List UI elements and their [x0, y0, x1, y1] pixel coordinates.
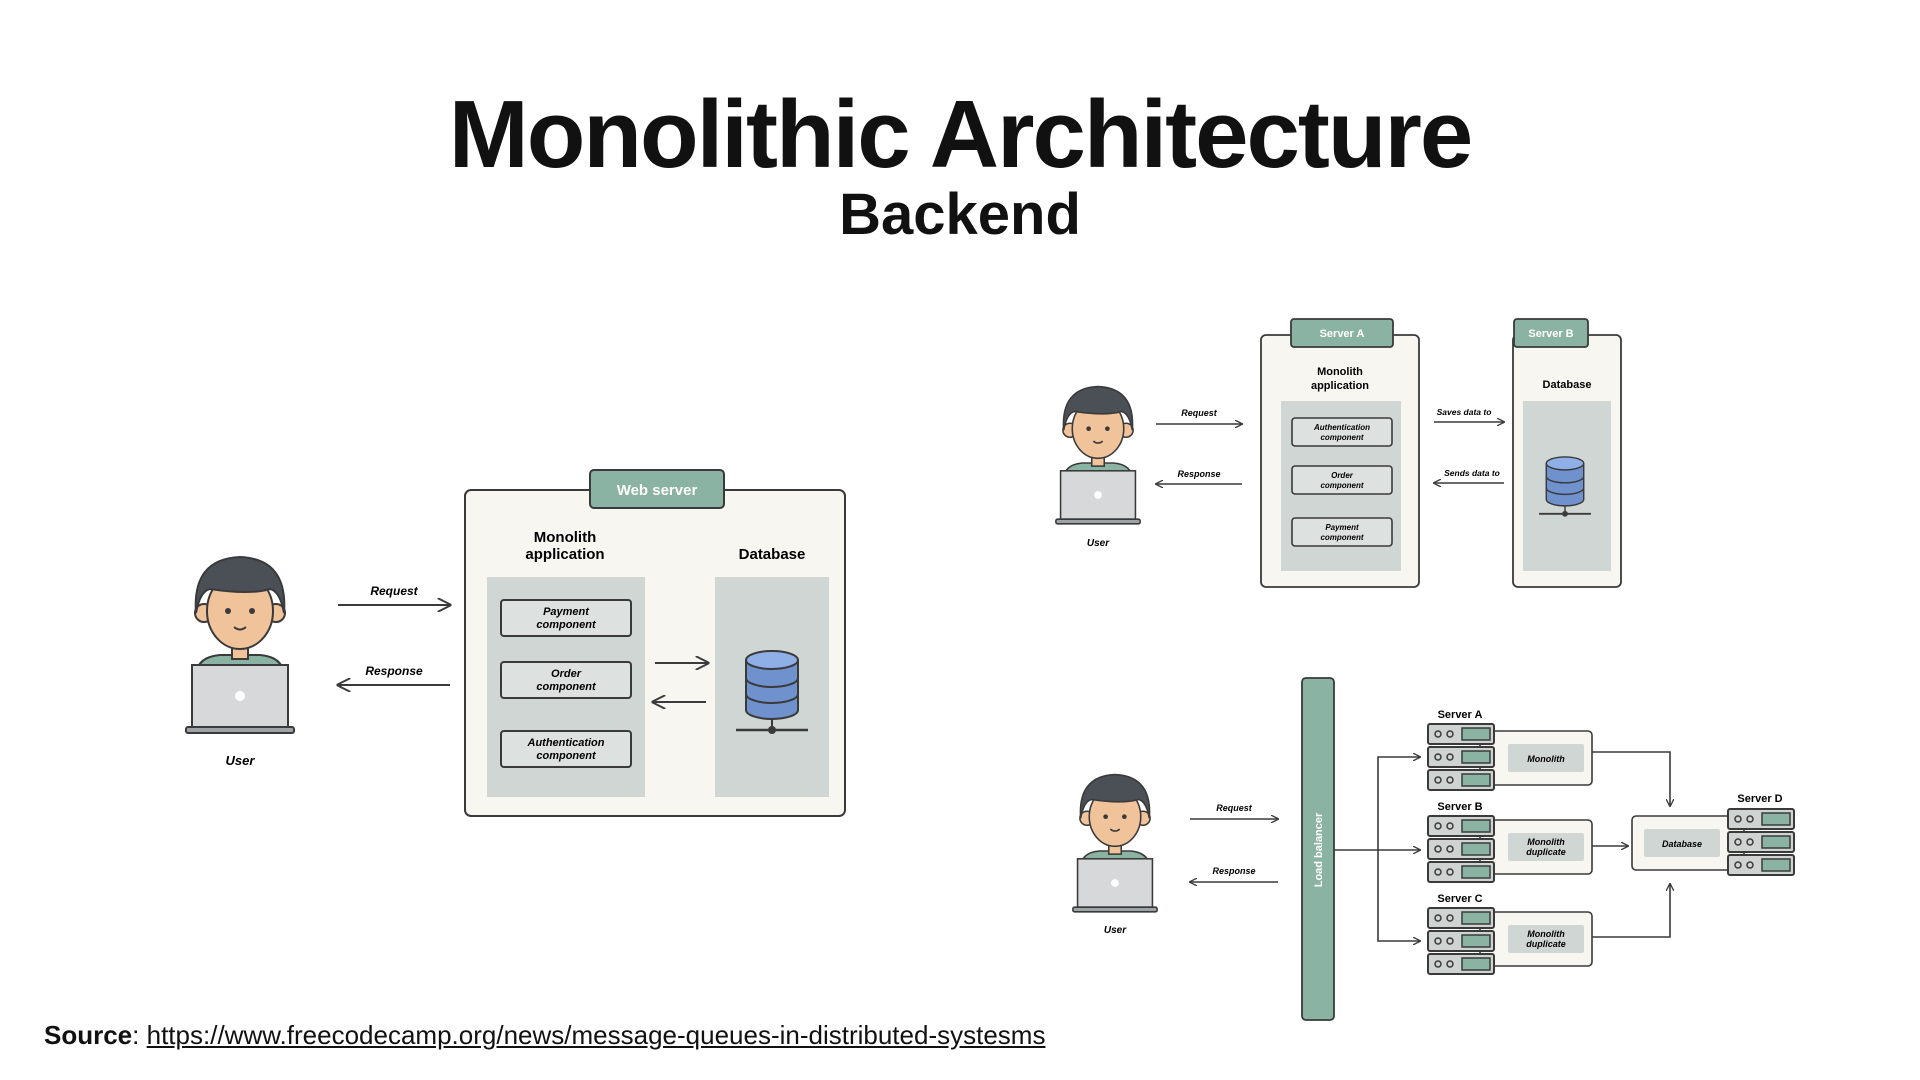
user-label: User [1104, 925, 1127, 936]
monolith-box [1508, 744, 1584, 772]
server-b-label: Server B [1437, 801, 1482, 813]
component-line2: component [1320, 533, 1363, 542]
server-rack-icon [1427, 723, 1495, 791]
component-line1: Payment [1325, 523, 1359, 532]
component-line2: component [1320, 433, 1363, 442]
component-line2: component [536, 750, 597, 762]
server-a-to-db-arrow [1592, 751, 1670, 806]
duplicate-line2: duplicate [1526, 847, 1566, 857]
response-label: Response [1212, 866, 1255, 876]
app-title-line2: application [525, 546, 604, 563]
source-link[interactable]: https://www.freecodecamp.org/news/messag… [146, 1020, 1046, 1050]
load-balancer-bar [1301, 677, 1335, 1021]
user-avatar [1072, 773, 1158, 913]
db-title: Database [739, 546, 806, 563]
server-a-tab [1290, 318, 1394, 348]
server-rack-icon [1427, 815, 1495, 883]
diagram-load-balanced: User Request Response Load balancer Serv… [1072, 677, 1795, 1021]
user-label: User [1087, 538, 1110, 549]
server-a-label: Server A [1438, 709, 1483, 721]
response-label: Response [1177, 469, 1220, 479]
page-subtitle: Backend [839, 182, 1081, 247]
monolith-label: Monolith [1527, 754, 1565, 764]
component-box: Payment component [500, 599, 632, 637]
app-title-line1: Monolith [1317, 366, 1363, 378]
source-citation: Source: https://www.freecodecamp.org/new… [44, 1020, 1045, 1051]
component-line1: Payment [543, 606, 590, 618]
duplicate-line1: Monolith [1527, 929, 1565, 939]
user-avatar [1055, 385, 1141, 525]
route-to-server-c [1377, 850, 1420, 941]
sends-data-label: Sends data to [1444, 468, 1500, 478]
app-title-line1: Monolith [534, 529, 596, 546]
saves-data-label: Saves data to [1437, 407, 1492, 417]
diagram-separate-servers: User Request Response Server A Monolith … [1055, 318, 1622, 588]
request-label: Request [1216, 803, 1253, 813]
component-line2: component [536, 619, 597, 631]
server-rack-icon [1727, 808, 1795, 876]
page-title: Monolithic Architecture [448, 81, 1474, 188]
component-box: Order component [500, 661, 632, 699]
duplicate-line1: Monolith [1527, 837, 1565, 847]
server-d-label: Server D [1737, 793, 1782, 805]
source-separator: : [132, 1020, 140, 1050]
diagram-simple-monolith: User Request Response Web server Monolit… [185, 469, 846, 817]
web-server-tab [589, 469, 725, 509]
component-box: Authentication component [500, 730, 632, 768]
user-label: User [226, 753, 256, 768]
component-line1: Order [1331, 471, 1354, 480]
db-title: Database [1543, 379, 1592, 391]
database-box [1644, 829, 1720, 857]
load-balancer-label: Load balancer [1313, 812, 1325, 887]
component-box: Authentication component [1291, 417, 1393, 447]
component-box: Order component [1291, 465, 1393, 495]
web-server-label: Web server [617, 482, 698, 499]
component-line2: component [536, 681, 597, 693]
server-b-tab [1513, 318, 1589, 348]
component-line1: Authentication [1313, 423, 1370, 432]
server-rack-icon [1427, 907, 1495, 975]
component-line1: Order [551, 668, 582, 680]
user-avatar [185, 556, 295, 734]
monolith-duplicate-box [1508, 925, 1584, 953]
duplicate-line2: duplicate [1526, 939, 1566, 949]
route-to-server-a [1334, 757, 1420, 851]
component-line2: component [1320, 481, 1363, 490]
response-label: Response [365, 664, 423, 678]
server-b-label: Server B [1528, 328, 1573, 340]
database-label: Database [1662, 839, 1702, 849]
server-c-to-db-arrow [1592, 884, 1670, 938]
source-label: Source [44, 1020, 133, 1050]
component-line1: Authentication [527, 737, 605, 749]
request-label: Request [1181, 408, 1218, 418]
request-label: Request [370, 584, 418, 598]
app-title-line2: application [1311, 380, 1369, 392]
component-box: Payment component [1291, 517, 1393, 547]
monolith-duplicate-box [1508, 833, 1584, 861]
server-c-label: Server C [1437, 893, 1482, 905]
server-a-label: Server A [1320, 328, 1365, 340]
